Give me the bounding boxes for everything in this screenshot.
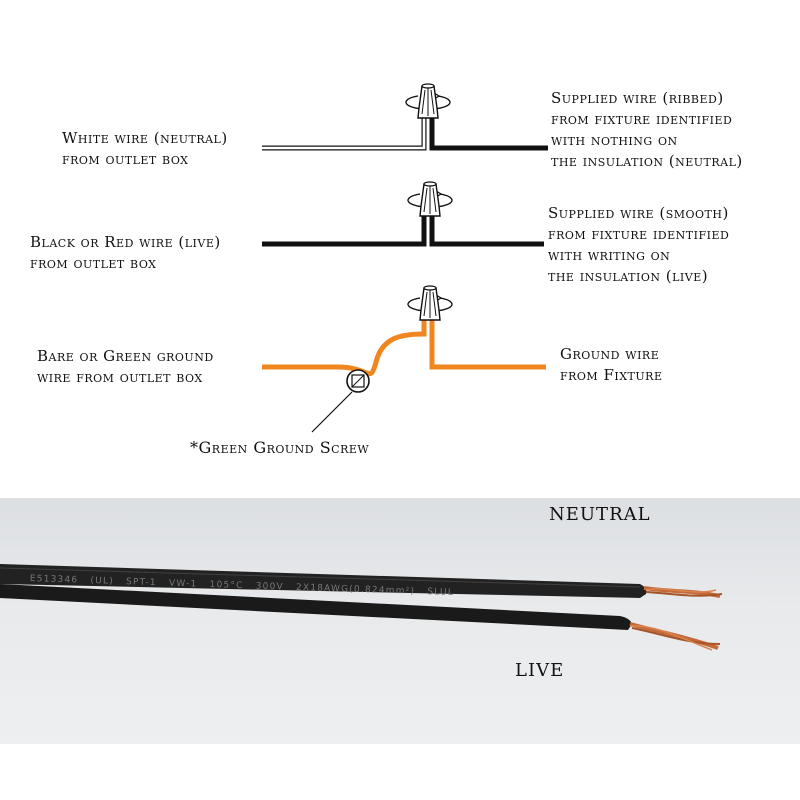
neutral-copper-strands-icon bbox=[643, 586, 723, 598]
wire-nut-icon bbox=[405, 83, 451, 119]
neutral-source-label: White wire (neutral) from outlet box bbox=[62, 129, 228, 168]
neutral-fixture-label: Supplied wire (ribbed) from fixture iden… bbox=[551, 89, 743, 170]
screw-pointer-line bbox=[311, 391, 353, 433]
ground-wire-connection bbox=[262, 285, 546, 433]
cable-photo: E513346 (UL) SPT-1 VW-1 105°C 300V 2X18A… bbox=[0, 498, 800, 744]
live-source-label: Black or Red wire (live) from outlet box bbox=[30, 233, 221, 272]
ground-screw-icon bbox=[346, 369, 370, 393]
ground-fixture-label: Ground wire from Fixture bbox=[560, 345, 663, 384]
wiring-diagram bbox=[262, 83, 548, 433]
live-fixture-label: Supplied wire (smooth) from fixture iden… bbox=[548, 204, 730, 285]
wire-nut-icon bbox=[407, 181, 453, 217]
neutral-wire-connection bbox=[262, 83, 548, 151]
live-wire-connection bbox=[262, 181, 544, 247]
live-label: LIVE bbox=[515, 660, 565, 681]
wire-nut-icon bbox=[407, 285, 453, 321]
neutral-label: NEUTRAL bbox=[549, 504, 651, 525]
ground-screw-label: *Green Ground Screw bbox=[190, 438, 370, 457]
live-copper-strands-icon bbox=[629, 622, 721, 651]
ground-source-label: Bare or Green ground wire from outlet bo… bbox=[37, 347, 214, 386]
